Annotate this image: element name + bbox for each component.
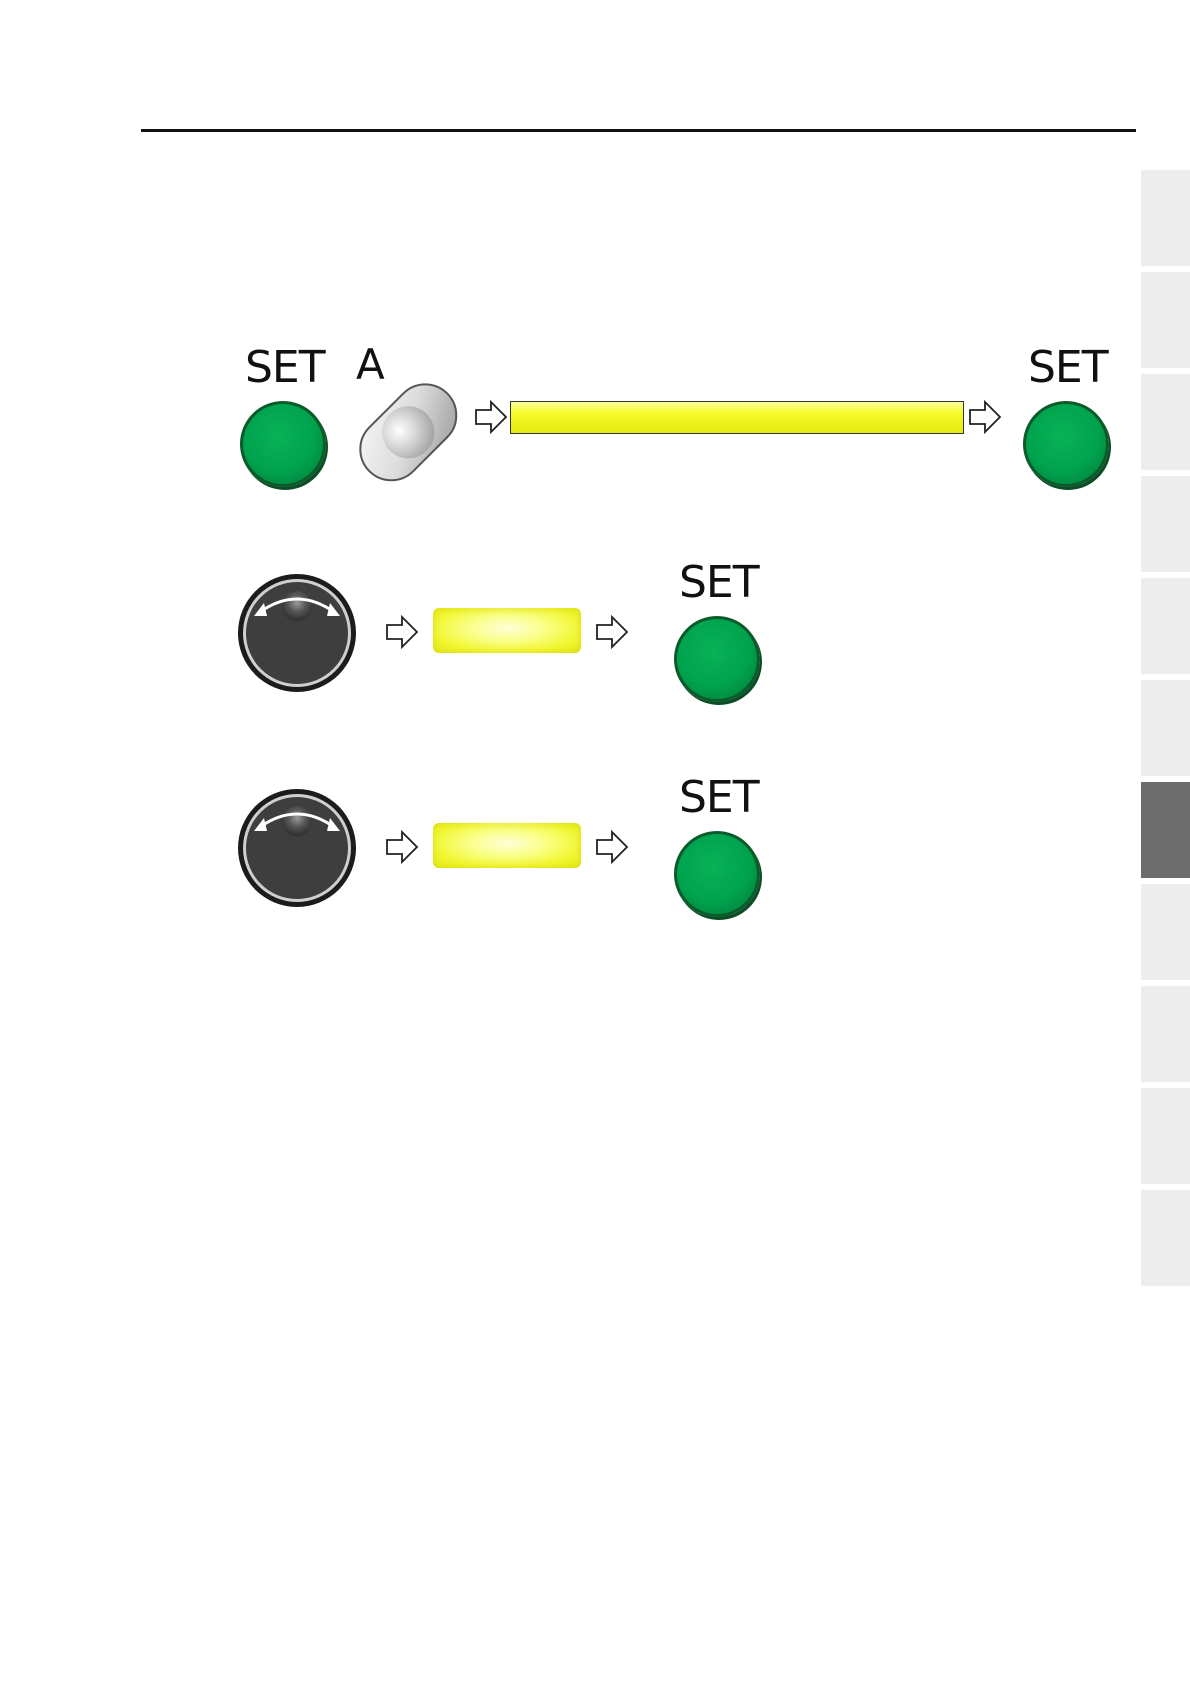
side-tab-1[interactable] bbox=[1141, 170, 1190, 266]
side-tab-8[interactable] bbox=[1141, 884, 1190, 980]
jog-dial-icon[interactable] bbox=[236, 787, 358, 909]
outline-right-arrow-icon bbox=[385, 615, 419, 649]
outline-right-arrow-icon bbox=[968, 400, 1002, 434]
a-button[interactable] bbox=[348, 374, 470, 492]
side-tab-2[interactable] bbox=[1141, 272, 1190, 368]
side-tab-3[interactable] bbox=[1141, 374, 1190, 470]
set-button[interactable] bbox=[674, 831, 760, 917]
side-tab-9[interactable] bbox=[1141, 986, 1190, 1082]
side-tab-5[interactable] bbox=[1141, 578, 1190, 674]
header-rule bbox=[141, 129, 1136, 132]
set-label: SET bbox=[1028, 346, 1108, 390]
set-label: SET bbox=[679, 776, 759, 820]
side-tab-6[interactable] bbox=[1141, 680, 1190, 776]
outline-right-arrow-icon bbox=[595, 615, 629, 649]
side-tab-10[interactable] bbox=[1141, 1088, 1190, 1184]
side-tab-7-active[interactable] bbox=[1141, 782, 1190, 878]
side-tab-11[interactable] bbox=[1141, 1190, 1190, 1286]
display-bar bbox=[433, 823, 581, 868]
set-button[interactable] bbox=[1023, 401, 1109, 487]
side-tab-4[interactable] bbox=[1141, 476, 1190, 572]
set-label: SET bbox=[245, 346, 325, 390]
outline-right-arrow-icon bbox=[474, 400, 508, 434]
set-label: SET bbox=[679, 561, 759, 605]
set-button[interactable] bbox=[674, 616, 760, 702]
outline-right-arrow-icon bbox=[595, 830, 629, 864]
jog-dial-icon[interactable] bbox=[236, 572, 358, 694]
display-bar bbox=[433, 608, 581, 653]
display-bar bbox=[510, 401, 964, 434]
outline-right-arrow-icon bbox=[385, 830, 419, 864]
set-button[interactable] bbox=[240, 401, 326, 487]
